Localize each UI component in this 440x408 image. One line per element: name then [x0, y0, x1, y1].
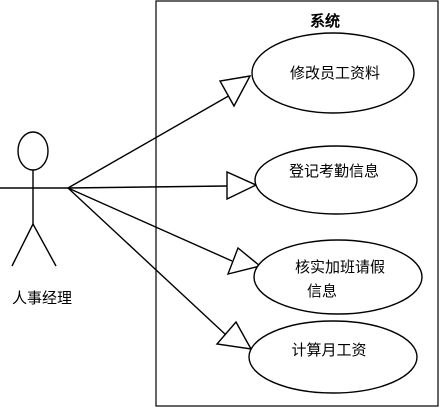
use-case-ellipse: [253, 239, 423, 315]
system-title: 系统: [310, 12, 340, 30]
use-case-label: 修改员工资料: [290, 64, 380, 82]
use-case-label-line-1: 核实加班请假: [295, 258, 385, 276]
actor-name: 人事经理: [12, 289, 72, 307]
associations: [67, 75, 262, 350]
actor-right-leg: [32, 223, 57, 267]
use-case-ellipse: [248, 320, 418, 394]
use-case-ellipse: [254, 145, 418, 215]
association-line-1: [67, 93, 233, 189]
actor-left-leg: [11, 223, 34, 267]
association-line-3: [67, 187, 233, 262]
association-arrowhead-1: [218, 75, 252, 108]
association-arrowhead-4: [215, 320, 253, 350]
use-case-label: 登记考勤信息: [289, 162, 379, 180]
use-case-2: 登记考勤信息: [254, 145, 418, 215]
use-case-1: 修改员工资料: [251, 32, 415, 114]
use-case-4: 计算月工资: [248, 320, 418, 394]
actor-head: [17, 131, 49, 171]
association-arrowhead-2: [226, 170, 258, 201]
use-case-label: 计算月工资: [291, 341, 366, 359]
association-arrowhead-3: [226, 246, 262, 276]
use-case-ellipse: [251, 32, 415, 114]
use-case-3: 核实加班请假 信息: [253, 239, 423, 315]
association-line-2: [67, 185, 228, 189]
actor: 人事经理: [0, 131, 72, 307]
association-line-4: [67, 187, 227, 336]
use-case-label-line-2: 信息: [307, 282, 337, 300]
